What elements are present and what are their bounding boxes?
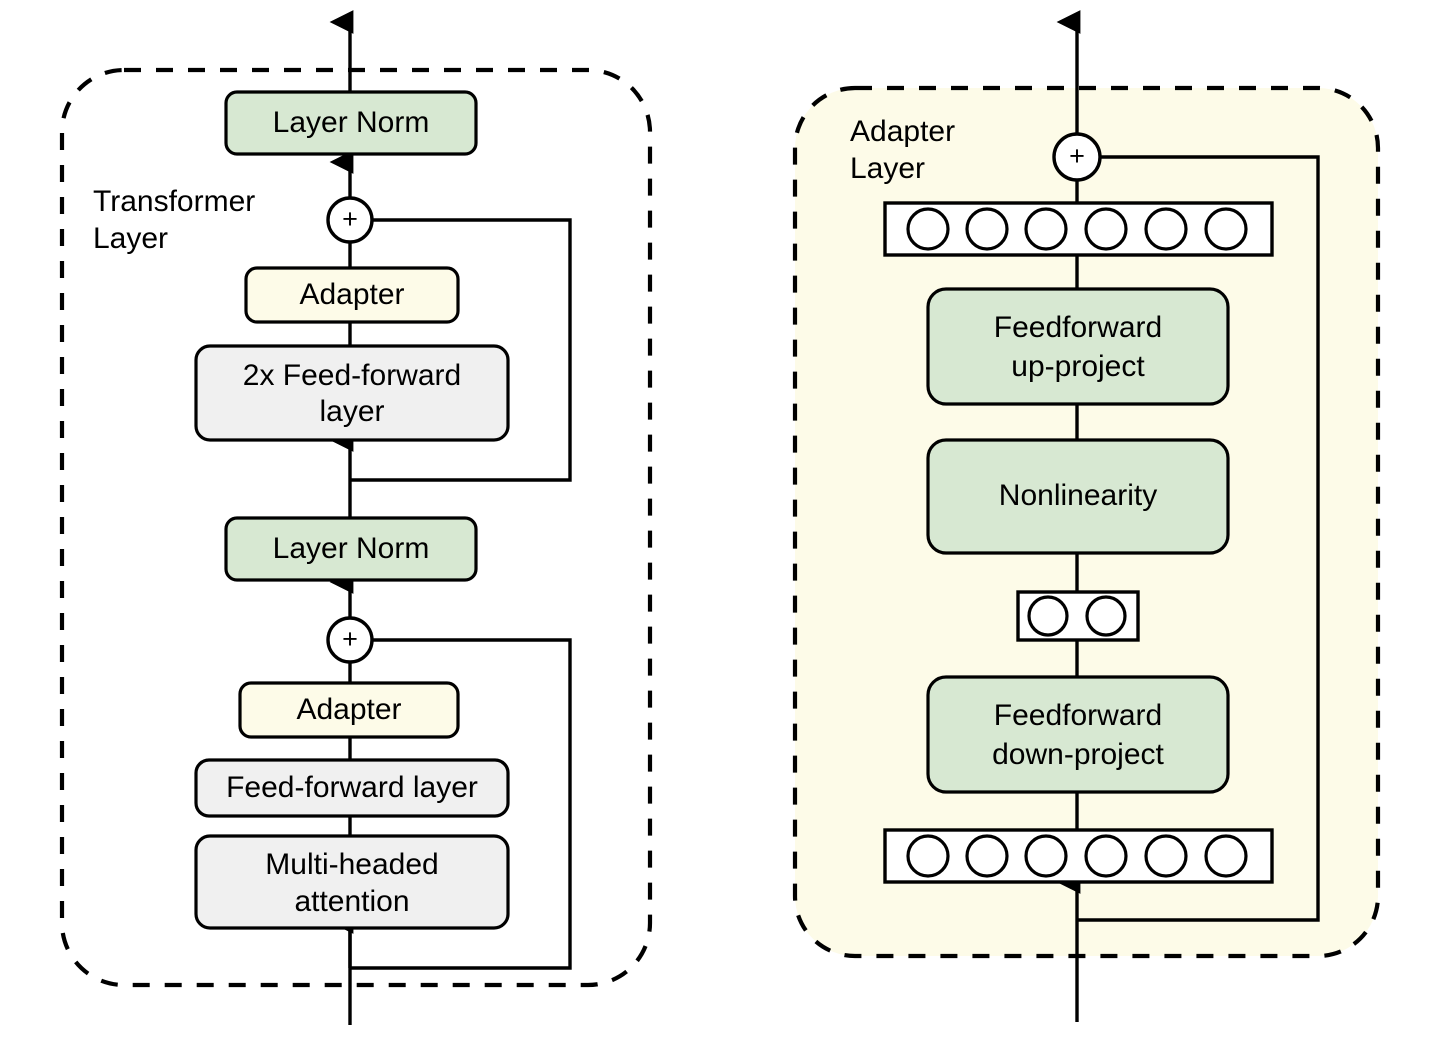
node-feedforward-up-project[interactable]: Feedforward up-project bbox=[926, 287, 1230, 406]
nonlinearity-box[interactable] bbox=[926, 438, 1230, 555]
node-add-top[interactable]: + bbox=[326, 196, 374, 244]
adapter-layer-title-line2: Layer bbox=[850, 152, 925, 185]
multi-headed-attention-label-line1: Multi-headed bbox=[265, 848, 438, 881]
layer-norm-top-box[interactable] bbox=[224, 90, 478, 156]
node-bottleneck-neurons[interactable] bbox=[1016, 590, 1140, 642]
node-input-neurons[interactable] bbox=[883, 828, 1274, 884]
node-layer-norm-top[interactable]: Layer Norm bbox=[224, 90, 478, 156]
node-adapter-bottom[interactable]: Adapter bbox=[238, 681, 460, 739]
adapter-layer-title: Adapter Layer bbox=[850, 115, 955, 185]
adapter-residual-skip-line bbox=[1077, 155, 1320, 922]
multi-headed-attention-label-line2: attention bbox=[294, 885, 409, 918]
bottleneck-neuron-2 bbox=[1085, 595, 1127, 637]
output-neuron-5 bbox=[1144, 207, 1188, 251]
node-adapter-add[interactable]: + bbox=[1052, 132, 1102, 182]
input-neuron-3 bbox=[1024, 834, 1068, 878]
adapter-add-label: + bbox=[1069, 141, 1085, 171]
layer-norm-bottom-label: Layer Norm bbox=[273, 532, 430, 565]
feedforward-up-project-label-line1: Feedforward bbox=[994, 311, 1162, 344]
right-panel-adapter-layer: Adapter Layer + Feedforward up-project bbox=[792, 10, 1381, 1022]
node-output-neurons[interactable] bbox=[883, 201, 1274, 257]
feedforward-down-project-label-line2: down-project bbox=[992, 738, 1164, 771]
feedforward-down-project-box[interactable] bbox=[926, 675, 1230, 794]
transformer-layer-title-line1: Transformer bbox=[93, 185, 255, 218]
add-top-circle[interactable] bbox=[326, 196, 374, 244]
multi-headed-attention-box[interactable] bbox=[194, 834, 510, 930]
feed-forward-2x-label-line1: 2x Feed-forward bbox=[243, 359, 461, 392]
transformer-layer-title: Transformer Layer bbox=[93, 185, 255, 255]
bottom-residual-skip-line bbox=[350, 638, 572, 970]
output-neuron-1 bbox=[906, 207, 950, 251]
feedforward-up-project-box[interactable] bbox=[926, 287, 1230, 406]
adapter-layer-title-line1: Adapter bbox=[850, 115, 955, 148]
input-neuron-2 bbox=[965, 834, 1009, 878]
transformer-layer-boundary bbox=[59, 67, 653, 988]
add-top-label: + bbox=[342, 204, 358, 234]
adapter-top-box[interactable] bbox=[244, 266, 460, 324]
input-neuron-6 bbox=[1204, 834, 1248, 878]
adapter-add-circle[interactable] bbox=[1052, 132, 1102, 182]
feed-forward-2x-label-line2: layer bbox=[319, 395, 384, 428]
input-neuron-4 bbox=[1084, 834, 1128, 878]
feedforward-down-project-label-line1: Feedforward bbox=[994, 699, 1162, 732]
adapter-top-label: Adapter bbox=[299, 278, 404, 311]
upper-residual-skip-line bbox=[350, 218, 572, 482]
output-neuron-3 bbox=[1024, 207, 1068, 251]
feedforward-up-project-label-line2: up-project bbox=[1011, 350, 1145, 383]
input-neuron-1 bbox=[906, 834, 950, 878]
add-bottom-circle[interactable] bbox=[326, 616, 374, 664]
node-add-bottom[interactable]: + bbox=[326, 616, 374, 664]
adapter-bottom-box[interactable] bbox=[238, 681, 460, 739]
transformer-layer-title-line2: Layer bbox=[93, 222, 168, 255]
left-panel-transformer-layer: Layer Norm Transformer Layer + Adapter 2… bbox=[59, 10, 653, 1025]
node-layer-norm-bottom[interactable]: Layer Norm bbox=[224, 516, 478, 582]
layer-norm-bottom-box[interactable] bbox=[224, 516, 478, 582]
output-neuron-4 bbox=[1084, 207, 1128, 251]
adapter-bottom-label: Adapter bbox=[296, 693, 401, 726]
node-feed-forward-layer[interactable]: Feed-forward layer bbox=[194, 758, 510, 818]
node-adapter-top[interactable]: Adapter bbox=[244, 266, 460, 324]
feed-forward-2x-box[interactable] bbox=[194, 344, 510, 442]
nonlinearity-label: Nonlinearity bbox=[999, 479, 1157, 512]
layer-norm-top-label: Layer Norm bbox=[273, 106, 430, 139]
bottleneck-neuron-1 bbox=[1027, 595, 1069, 637]
node-nonlinearity[interactable]: Nonlinearity bbox=[926, 438, 1230, 555]
node-multi-headed-attention[interactable]: Multi-headed attention bbox=[194, 834, 510, 930]
node-feed-forward-2x[interactable]: 2x Feed-forward layer bbox=[194, 344, 510, 442]
feed-forward-layer-label: Feed-forward layer bbox=[226, 771, 478, 804]
input-neuron-5 bbox=[1144, 834, 1188, 878]
feed-forward-layer-box[interactable] bbox=[194, 758, 510, 818]
node-feedforward-down-project[interactable]: Feedforward down-project bbox=[926, 675, 1230, 794]
output-neuron-2 bbox=[965, 207, 1009, 251]
add-bottom-label: + bbox=[342, 624, 358, 654]
output-neuron-6 bbox=[1204, 207, 1248, 251]
